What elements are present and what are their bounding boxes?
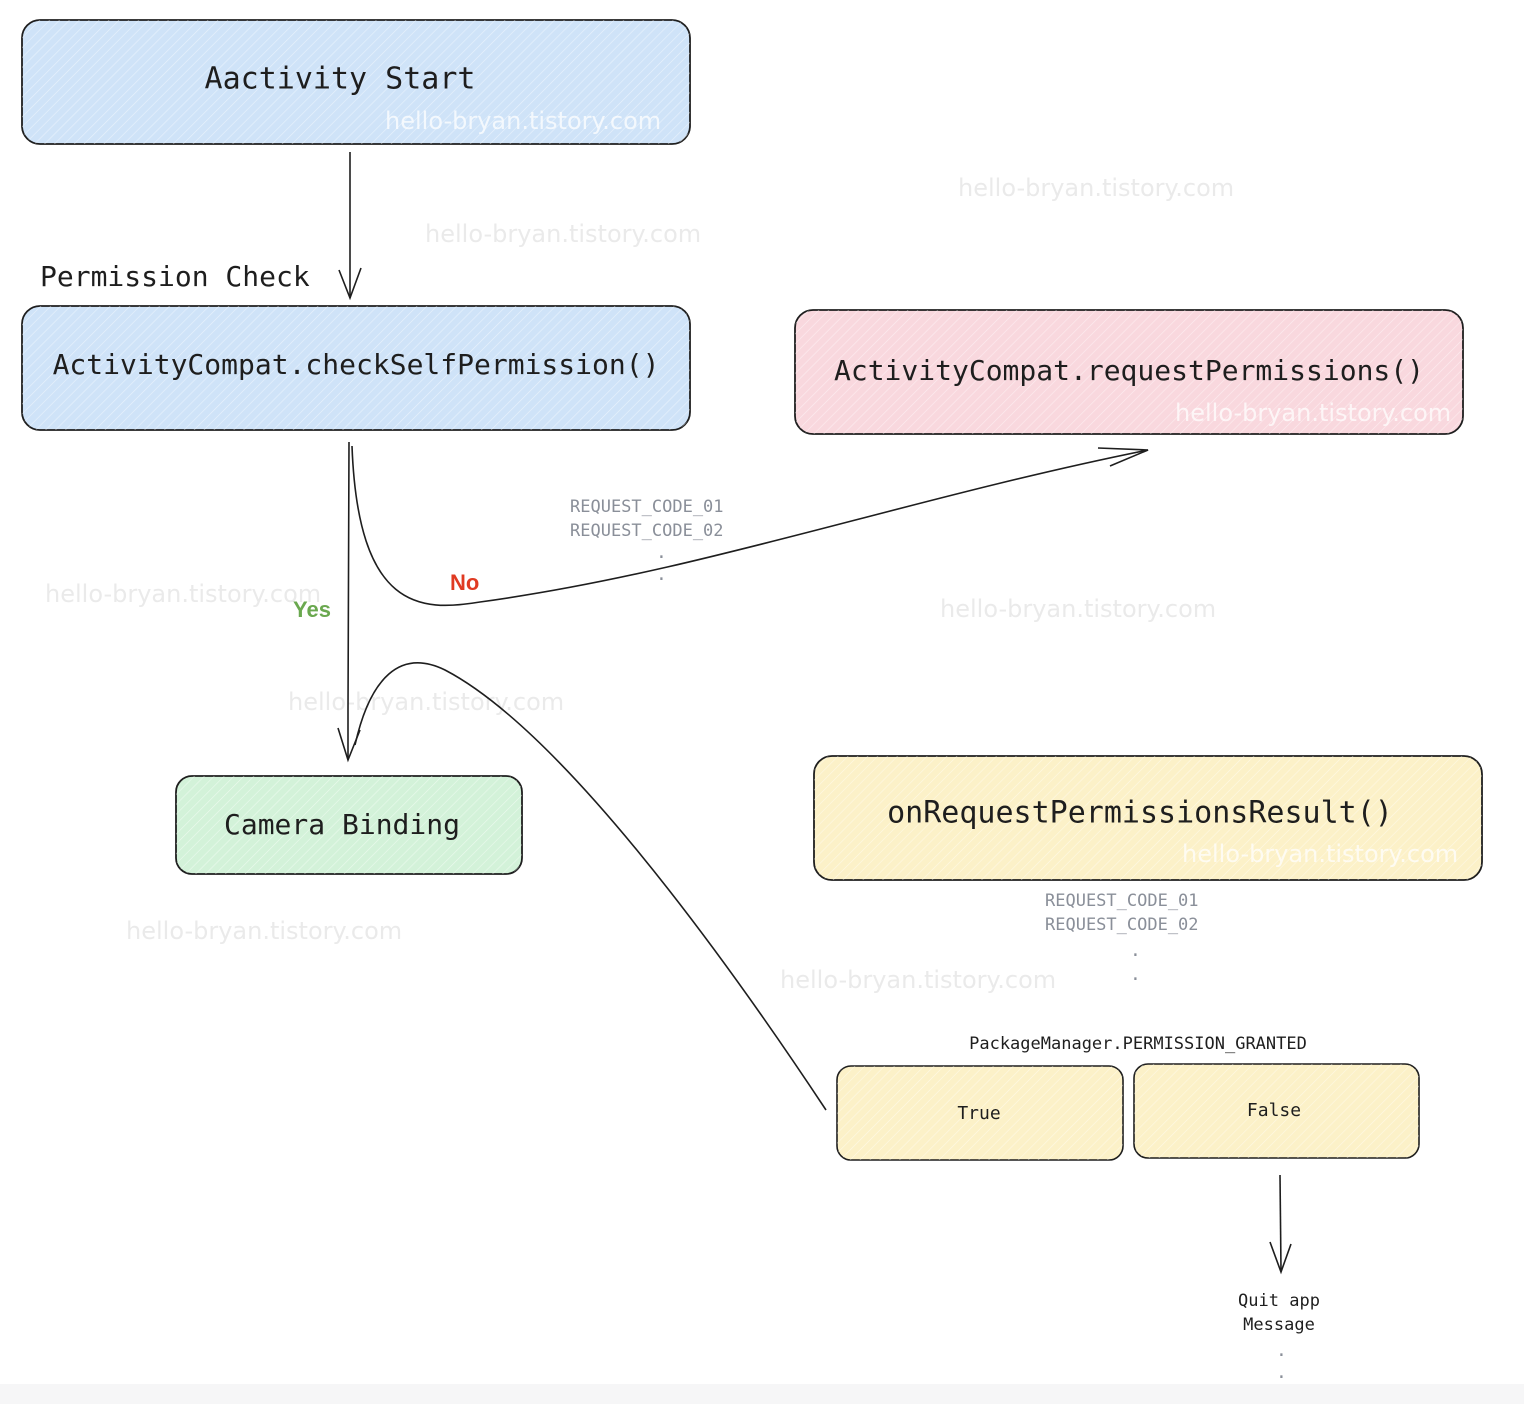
ellipsis-dot: . [1130,964,1141,985]
quit-app-note: Quit app [1238,1291,1320,1311]
watermark: hello-bryan.tistory.com [288,688,564,716]
watermark: hello-bryan.tistory.com [45,580,321,608]
node-true: True [836,1065,1124,1161]
ellipsis-dot: . [1130,940,1141,961]
edge-start-to-check [338,152,362,301]
message-note: Message [1243,1315,1315,1335]
watermark: hello-bryan.tistory.com [958,174,1234,202]
node-label: ActivityCompat.requestPermissions() [834,354,1424,387]
request-code: REQUEST_CODE_01 [570,497,724,517]
node-false: False [1133,1063,1420,1159]
node-camera-binding: Camera Binding [175,775,523,875]
yes-label: Yes [293,597,331,622]
node-label: ActivityCompat.checkSelfPermission() [53,348,660,381]
edge-true-to-camera [354,662,827,1111]
edge-false-to-quit [1269,1174,1292,1275]
node-request-permissions: ActivityCompat.requestPermissions() hell… [794,309,1464,435]
edge-no-to-request [351,445,1149,607]
watermark: hello-bryan.tistory.com [385,107,661,135]
watermark: hello-bryan.tistory.com [1175,399,1451,427]
request-code: REQUEST_CODE_02 [570,521,724,541]
node-activity-start: Aactivity Start hello-bryan.tistory.com [21,19,691,145]
ellipsis-dot: . [1276,1340,1287,1361]
no-label: No [450,570,479,595]
request-code: REQUEST_CODE_01 [1045,891,1199,911]
node-check-self-permission: ActivityCompat.checkSelfPermission() [21,305,691,431]
watermark: hello-bryan.tistory.com [425,220,701,248]
watermark: hello-bryan.tistory.com [126,917,402,945]
permission-check-caption: Permission Check [40,260,310,293]
ellipsis-dot: . [656,542,667,563]
watermark: hello-bryan.tistory.com [1182,840,1458,868]
node-label: Aactivity Start [205,62,476,97]
permission-granted-caption: PackageManager.PERMISSION_GRANTED [969,1034,1307,1054]
watermark: hello-bryan.tistory.com [940,595,1216,623]
node-label: Camera Binding [224,808,460,841]
ellipsis-dot: . [656,564,667,585]
node-on-request-permissions-result: onRequestPermissionsResult() hello-bryan… [813,755,1483,881]
watermark: hello-bryan.tistory.com [780,966,1056,994]
node-label: True [957,1103,1000,1124]
node-label: onRequestPermissionsResult() [887,796,1393,831]
bottom-strip [0,1384,1524,1404]
node-label: False [1247,1100,1301,1121]
request-code: REQUEST_CODE_02 [1045,915,1199,935]
ellipsis-dot: . [1276,1362,1287,1383]
